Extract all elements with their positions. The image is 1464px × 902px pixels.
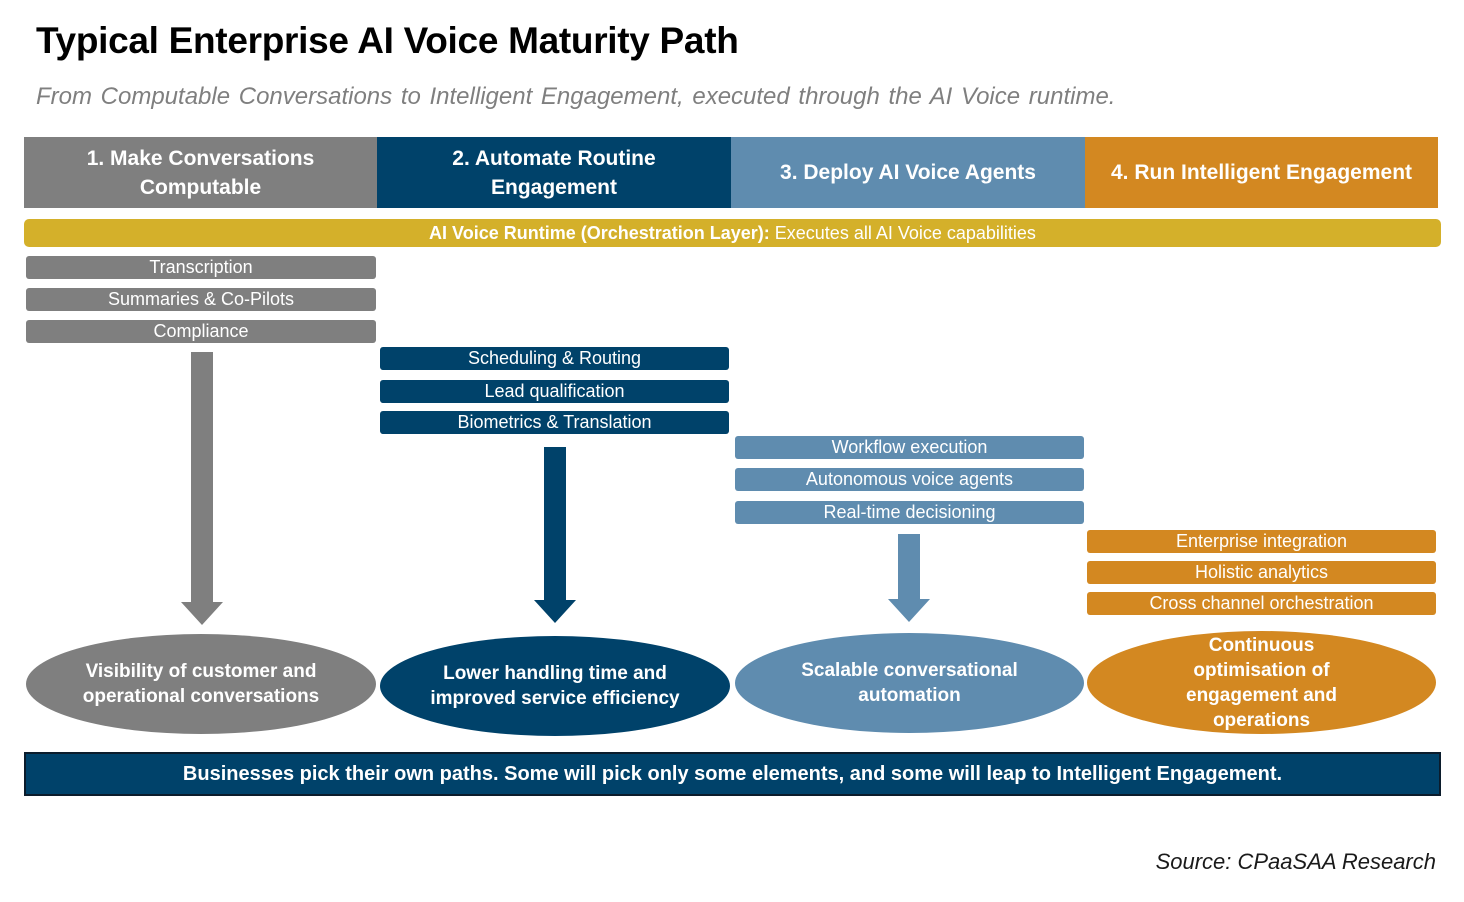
capability-summaries: Summaries & Co-Pilots xyxy=(26,288,376,311)
phase-header-1: 1. Make Conversations Computable xyxy=(24,137,377,208)
runtime-bar: AI Voice Runtime (Orchestration Layer): … xyxy=(24,219,1441,247)
down-arrow-icon-3 xyxy=(888,534,930,622)
runtime-description: Executes all AI Voice capabilities xyxy=(774,222,1036,243)
capability-holistic-analytics: Holistic analytics xyxy=(1087,561,1436,584)
capability-compliance: Compliance xyxy=(26,320,376,343)
outcome-oval-1: Visibility of customer and operational c… xyxy=(26,634,376,734)
down-arrow-icon-1 xyxy=(181,352,223,625)
runtime-label: AI Voice Runtime (Orchestration Layer): xyxy=(429,222,770,243)
outcome-oval-2: Lower handling time and improved service… xyxy=(380,636,730,736)
capability-enterprise-integration: Enterprise integration xyxy=(1087,530,1436,553)
capability-autonomous-agents: Autonomous voice agents xyxy=(735,468,1084,491)
outcome-oval-4: Continuous optimisation of engagement an… xyxy=(1087,631,1436,734)
capability-lead-qualification: Lead qualification xyxy=(380,380,729,403)
source-note: Source: CPaaSAA Research xyxy=(1155,849,1436,874)
phase-header-4: 4. Run Intelligent Engagement xyxy=(1085,137,1438,208)
capability-scheduling-routing: Scheduling & Routing xyxy=(380,347,729,370)
page-title: Typical Enterprise AI Voice Maturity Pat… xyxy=(36,20,739,61)
paths-banner: Businesses pick their own paths. Some wi… xyxy=(24,752,1441,796)
outcome-oval-3: Scalable conversational automation xyxy=(735,633,1084,733)
page-subtitle: From Computable Conversations to Intelli… xyxy=(36,83,1116,110)
capability-transcription: Transcription xyxy=(26,256,376,279)
capability-cross-channel: Cross channel orchestration xyxy=(1087,592,1436,615)
capability-realtime-decisioning: Real-time decisioning xyxy=(735,501,1084,524)
down-arrow-icon-2 xyxy=(534,447,576,623)
capability-biometrics-translation: Biometrics & Translation xyxy=(380,411,729,434)
capability-workflow-execution: Workflow execution xyxy=(735,436,1084,459)
phase-header-2: 2. Automate Routine Engagement xyxy=(377,137,731,208)
phase-header-3: 3. Deploy AI Voice Agents xyxy=(731,137,1085,208)
